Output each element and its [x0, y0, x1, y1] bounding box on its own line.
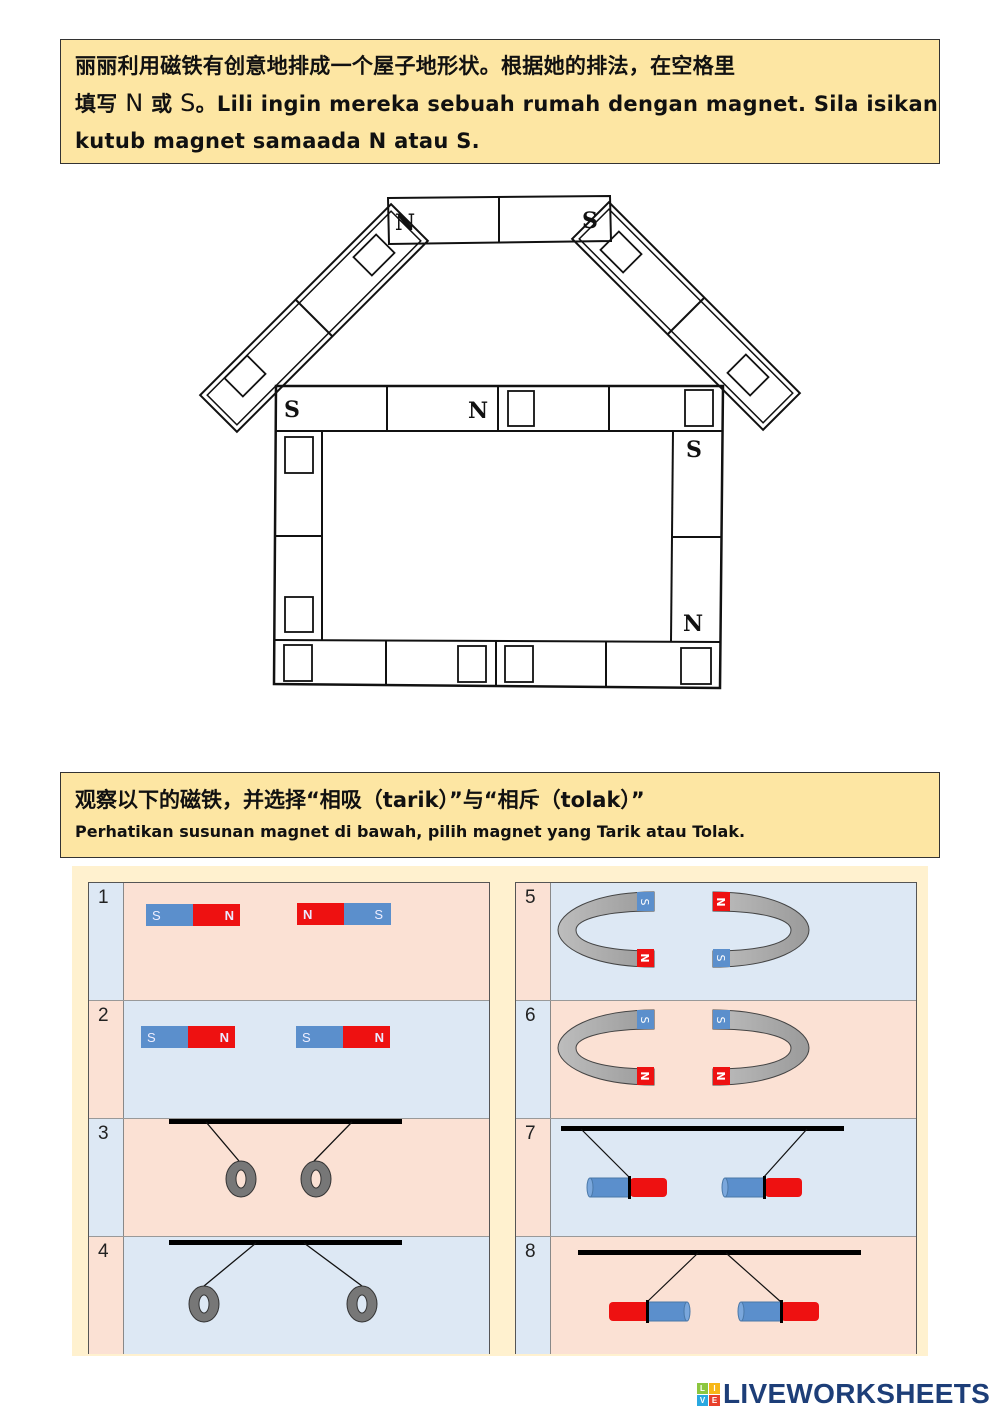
ring-magnets-attract: [169, 1119, 402, 1198]
item-2: 2 S N S N: [89, 1001, 489, 1119]
instruction-1-line-1: 丽丽利用磁铁有创意地排成一个屋子地形状。根据她的排法，在空格里: [75, 54, 736, 78]
house-magnet-diagram: N S S N S N: [198, 194, 802, 690]
svg-text:N: N: [638, 1071, 651, 1080]
liveworksheets-logo[interactable]: L I V E LIVEWORKSHEETS: [697, 1378, 990, 1410]
instruction-1-prefix: 填写: [75, 92, 118, 116]
item-number: 6: [525, 1005, 536, 1026]
bar-magnet: S N: [296, 1026, 390, 1048]
item-1: 1 S N N S: [89, 883, 489, 1001]
item-number: 7: [525, 1123, 536, 1144]
ring-magnets-repel: [169, 1240, 402, 1323]
item-5: 5 S N N S: [516, 883, 916, 1001]
svg-text:S: S: [638, 899, 651, 906]
instruction-2-line-1: 观察以下的磁铁，并选择“相吸（tarik）”与“相斥（tolak）”: [75, 788, 645, 812]
right-panel: 5 S N N S: [515, 882, 917, 1354]
instruction-1-line-2: 填写 N 或 S。Lili ingin mereka sebuah rumah …: [75, 85, 938, 123]
item-6: 6 S N S N: [516, 1001, 916, 1119]
instruction-1-rest: 。Lili ingin mereka sebuah rumah dengan m…: [195, 92, 939, 116]
roof-label-s: S: [582, 208, 598, 234]
right-col-label-s: S: [686, 437, 702, 463]
bar-magnet: N S: [297, 903, 391, 925]
svg-text:S: S: [714, 1017, 727, 1024]
answer-boxes: [223, 230, 770, 685]
left-panel: 1 S N N S 2 S N S: [88, 882, 490, 1354]
item-number: 1: [98, 887, 109, 908]
bar-magnet: S N: [146, 904, 240, 926]
instruction-1-or: 或: [151, 92, 173, 116]
bar-magnet: S N: [141, 1026, 235, 1048]
logo-mark-icon: L I V E: [697, 1382, 720, 1406]
instruction-1-s: S: [180, 89, 196, 117]
logo-text: LIVEWORKSHEETS: [723, 1378, 991, 1409]
instruction-box-2: 观察以下的磁铁，并选择“相吸（tarik）”与“相斥（tolak）” Perha…: [60, 772, 940, 858]
instruction-1-n: N: [125, 89, 144, 117]
horseshoe-magnets: S N N S: [557, 891, 810, 968]
roof-label-n: N: [395, 210, 415, 236]
instruction-2-line-2: Perhatikan susunan magnet di bawah, pili…: [75, 822, 746, 841]
top-row-label-n: N: [468, 398, 488, 424]
item-number: 8: [525, 1241, 536, 1262]
cylinder-magnets-hanging: [561, 1126, 844, 1199]
svg-text:S: S: [638, 1017, 651, 1024]
item-4: 4: [89, 1237, 489, 1354]
cylinder-magnets-hanging: [578, 1250, 861, 1323]
item-8: 8: [516, 1237, 916, 1354]
svg-text:S: S: [714, 955, 727, 962]
item-number: 2: [98, 1005, 109, 1026]
right-col-label-n: N: [683, 611, 703, 637]
svg-text:N: N: [638, 953, 651, 962]
instruction-box-1: 丽丽利用磁铁有创意地排成一个屋子地形状。根据她的排法，在空格里 填写 N 或 S…: [60, 39, 940, 164]
instruction-1-line-3: kutub magnet samaada N atau S.: [75, 129, 480, 153]
top-row-label-s: S: [284, 397, 300, 423]
item-number: 4: [98, 1241, 109, 1262]
item-3: 3: [89, 1119, 489, 1237]
horseshoe-magnets: S N S N: [557, 1009, 810, 1086]
svg-text:N: N: [714, 897, 727, 906]
item-number: 3: [98, 1123, 109, 1144]
item-7: 7: [516, 1119, 916, 1237]
svg-text:N: N: [714, 1071, 727, 1080]
magnet-items-grid: 1 S N N S 2 S N S: [72, 866, 928, 1356]
item-number: 5: [525, 887, 536, 908]
